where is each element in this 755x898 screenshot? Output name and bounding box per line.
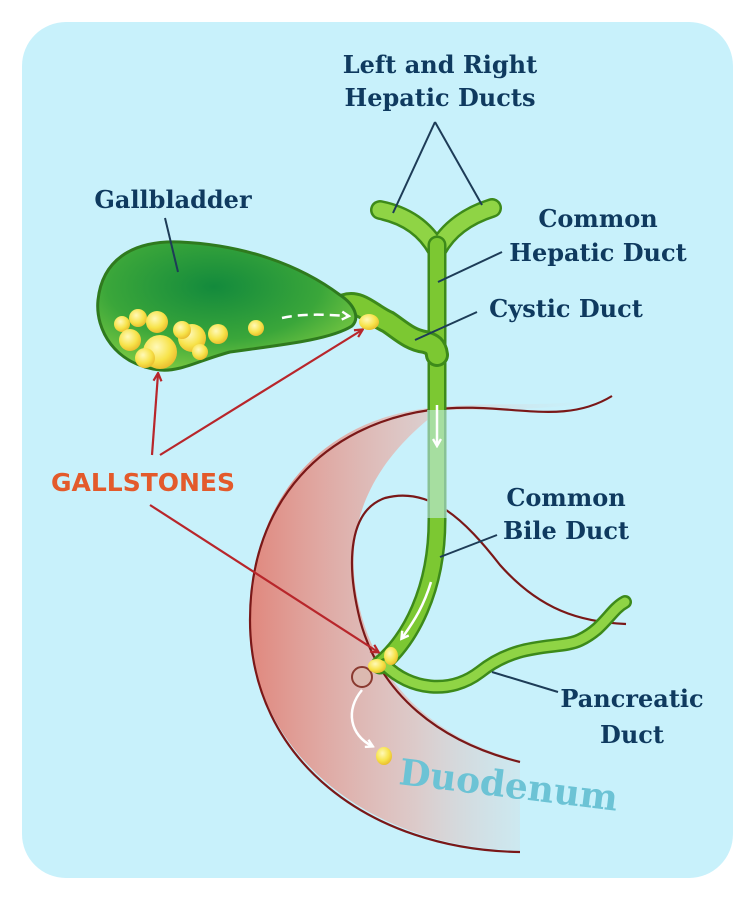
bile-duct-stone-1 xyxy=(368,659,386,673)
pancreatic-duct xyxy=(378,595,632,694)
hepatic-ducts-label-line1: Left and Right xyxy=(343,50,537,79)
common-hepatic-label-line2: Hepatic Duct xyxy=(509,238,686,267)
gallstone-arrows xyxy=(149,330,378,652)
hepatic-ducts-label-line2: Hepatic Ducts xyxy=(345,83,536,112)
bile-duct-stone-2 xyxy=(384,647,398,665)
common-bile-label-line1: Common xyxy=(506,483,625,512)
gallbladder-stones xyxy=(114,309,264,369)
duodenum-inner-wall xyxy=(351,494,627,764)
cystic-duct xyxy=(333,292,449,367)
leader-lines xyxy=(164,121,559,693)
pancreatic-duct-label-line2: Duct xyxy=(600,720,664,749)
duodenum-shape xyxy=(250,395,615,850)
duodenum-stone xyxy=(376,747,392,765)
duodenum-outer-wall xyxy=(248,395,613,854)
cystic-duct-stone xyxy=(359,314,379,330)
cystic-duct-label: Cystic Duct xyxy=(489,294,643,323)
common-bile-label-line2: Bile Duct xyxy=(503,516,629,545)
pancreatic-duct-label-line1: Pancreatic xyxy=(560,684,703,713)
ampulla-ring xyxy=(351,666,373,688)
gallbladder-label: Gallbladder xyxy=(94,185,252,214)
gallstones-label: GALLSTONES xyxy=(51,468,235,497)
white-flow-arrow-icon xyxy=(281,315,437,746)
common-hepatic-label-line1: Common xyxy=(538,204,657,233)
